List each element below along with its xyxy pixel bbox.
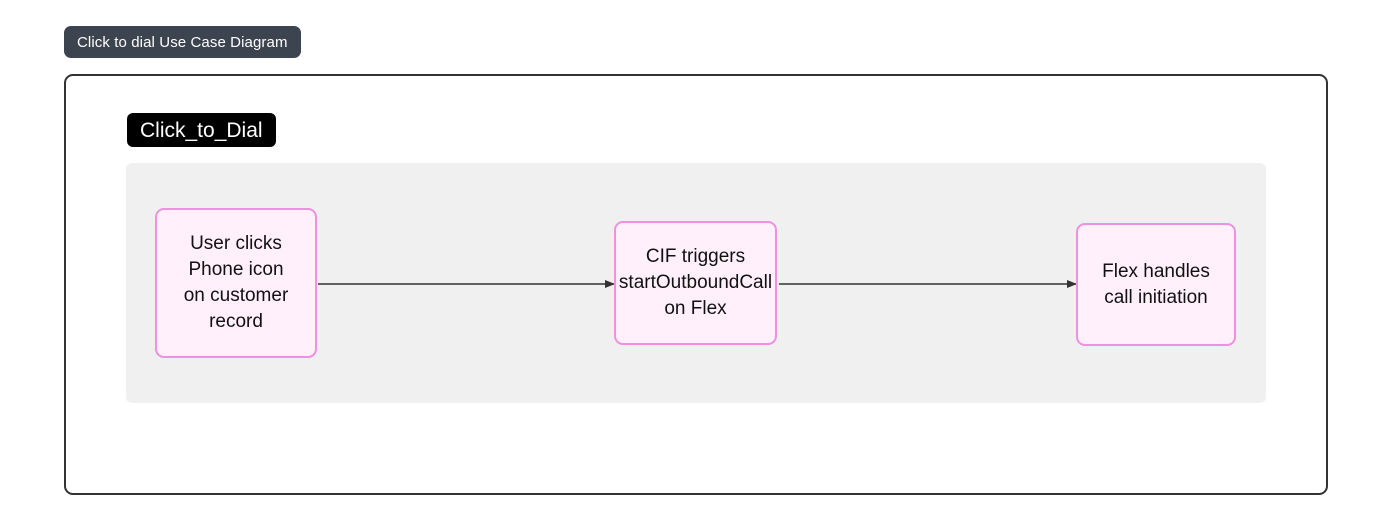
node-flex-handles-call-initiation[interactable]: Flex handles call initiation — [1076, 223, 1236, 346]
node-label: Flex handles call initiation — [1102, 260, 1210, 308]
subgraph-label-click-to-dial: Click_to_Dial — [127, 113, 276, 147]
diagram-title-badge: Click to dial Use Case Diagram — [64, 26, 301, 58]
node-label: User clicks Phone icon on customer recor… — [183, 233, 289, 332]
node-user-clicks-phone-icon[interactable]: User clicks Phone icon on customer recor… — [155, 208, 317, 358]
node-label: CIF triggers startOutboundCall on Flex — [618, 246, 773, 319]
node-cif-triggers-startoutboundcall[interactable]: CIF triggers startOutboundCall on Flex — [614, 221, 777, 345]
